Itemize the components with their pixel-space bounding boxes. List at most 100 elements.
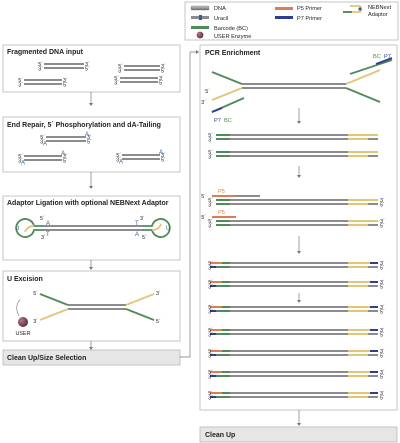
exc-5prime-right: 5´ (156, 319, 161, 325)
exc-3prime-left: 3´ (33, 319, 38, 325)
pcr-product-1-p7b (210, 266, 216, 268)
fragment-2-bottom (24, 83, 62, 85)
pcr-product-6-top (216, 371, 378, 373)
pcr-row-3-5prime: 5´ (208, 198, 213, 204)
pcr-product-4-p7b (210, 333, 216, 335)
lig-a-right: A (135, 232, 139, 238)
fragment-3-bottom (120, 81, 158, 83)
pcr-product-6-p5 (210, 371, 222, 373)
arrow-3 (89, 260, 93, 270)
pcr-product-1-p5 (210, 262, 222, 264)
fragment-3-bottom-5prime: 5´ (159, 80, 164, 86)
ligated-insert-bottom (44, 229, 142, 231)
step-ligation-title: Adaptor Ligation with optional NEBNext A… (7, 200, 169, 207)
repaired-3-top (122, 154, 160, 156)
pcr-row-2-left-barcode-b (216, 155, 230, 157)
step-pcr-title: PCR Enrichment (205, 50, 261, 57)
pcr-row-3-3prime-r: 3´ (380, 198, 385, 204)
excised-left-yellow (39, 308, 69, 321)
pcr-product-7-p7b (210, 396, 216, 398)
pcr-row-1-5prime: 5´ (208, 133, 213, 139)
arrow-4 (89, 341, 93, 350)
pcr-product-2-p7b (210, 285, 216, 287)
pcr-product-4-p5 (210, 329, 222, 331)
legend-p7-label: P7 Primer (297, 16, 322, 22)
lig-3prime-left: 3´ (41, 235, 46, 241)
step-pcr-box (199, 44, 398, 411)
pcr-product-4-3prime-r: 3´ (380, 328, 385, 334)
excised-insert-top (68, 304, 126, 306)
pcr-arrow-1-head (297, 121, 301, 124)
pcr-product-1-3prime: 3´ (208, 265, 213, 271)
pcr-p5-5prime-2: 5´ (201, 215, 206, 221)
repaired-3-5prime-b: 5´ (161, 157, 166, 163)
repaired-1-3prime-b: 3´ (40, 139, 45, 145)
pcr-product-7-p7 (370, 392, 378, 394)
legend-user-enzyme-icon (196, 31, 204, 39)
connector-to-pcr (180, 51, 197, 358)
pcr-product-2-p7 (370, 281, 378, 283)
pcr-row-1-3prime: 3´ (208, 137, 213, 143)
pcr-product-4-5prime-r: 5´ (380, 332, 385, 338)
pcr-product-3-right-yellow-b (348, 310, 368, 312)
pcr-product-3-top (216, 306, 378, 308)
pcr-row-2-3prime: 3´ (208, 154, 213, 160)
pcr-row-4-left-barcode (216, 220, 230, 222)
pcr-row-3-right-yellow (348, 199, 378, 201)
pcr-product-5-3prime: 3´ (208, 353, 213, 359)
step-pcr: PCR Enrichment (199, 44, 398, 411)
pcr-product-7-3prime: 3´ (208, 395, 213, 401)
ligated-insert-top (44, 225, 142, 227)
fragment-3-top-3prime: 3´ (159, 76, 164, 82)
repaired-2-a-tail-top: A (61, 151, 65, 157)
uracil-right: U (166, 226, 170, 232)
pcr-product-1-right-yellow (348, 262, 378, 264)
pcr-product-5-p7b (210, 354, 216, 356)
pcr-product-3-bottom (216, 310, 378, 312)
pcr-row-3-5prime-r: 5´ (380, 202, 385, 208)
pcr-product-2-5prime-r: 5´ (380, 284, 385, 290)
pcr-y-5prime: 5´ (205, 89, 210, 95)
pcr-product-6-5prime: 5´ (208, 370, 213, 376)
pcr-row-4-bottom (216, 224, 378, 226)
pcr-template-top (242, 83, 346, 85)
pcr-product-2-left-barcode (216, 281, 230, 283)
pcr-y-right-green (345, 87, 381, 103)
pcr-product-6-right-yellow (348, 371, 378, 373)
legend-uracil-mark (199, 15, 202, 20)
repaired-2-3prime-b: 3´ (18, 158, 23, 164)
step-ligation: Adaptor Ligation with optional NEBNext A… (2, 195, 181, 261)
step-u-excision-title: U Excision (7, 276, 43, 283)
pcr-product-2-bottom (216, 285, 378, 287)
step-end-repair: End Repair, 5´ Phosphorylation and dA-Ta… (2, 116, 181, 173)
pcr-product-5-top (216, 350, 378, 352)
pcr-row-3-left-barcode-b (216, 203, 230, 205)
pcr-product-4-3prime: 3´ (208, 332, 213, 338)
legend-adaptor-u-mark (358, 7, 362, 11)
fragment-2-bottom-5prime: 5´ (63, 82, 68, 88)
lig-3prime-right: 3´ (140, 216, 145, 222)
pcr-product-1-p7 (370, 262, 378, 264)
pcr-row-4-top (216, 220, 378, 222)
legend-barcode-swatch (191, 26, 209, 29)
lig-t-left: T (46, 232, 50, 238)
pcr-row-1-right-yellow (348, 134, 378, 136)
pcr-row-2-bottom (216, 155, 378, 157)
legend: DNA Uracil Barcode (BC) USER Enzyme P5 P… (184, 1, 399, 41)
pcr-row-4-right-yellow-b (348, 224, 368, 226)
pcr-row-4-3prime: 3´ (208, 223, 213, 229)
repaired-2-bottom (24, 159, 62, 161)
pcr-product-3-3prime-r: 3´ (380, 305, 385, 311)
excised-right-green (125, 308, 155, 321)
pcr-arrow-2-head (297, 175, 301, 178)
pcr-row-2-top (216, 151, 378, 153)
pcr-product-7-p5 (210, 392, 222, 394)
pcr-product-4-left-barcode (216, 329, 230, 331)
legend-uracil-label: Uracil (214, 16, 228, 22)
repaired-1-a-tail-top: A (85, 132, 89, 138)
repaired-1-a-tail-bottom: A (43, 142, 47, 148)
pcr-product-6-left-barcode-b (216, 375, 230, 377)
fragment-3-top (120, 77, 158, 79)
pcr-product-3-3prime: 3´ (208, 309, 213, 315)
uracil-left: U (15, 226, 19, 232)
